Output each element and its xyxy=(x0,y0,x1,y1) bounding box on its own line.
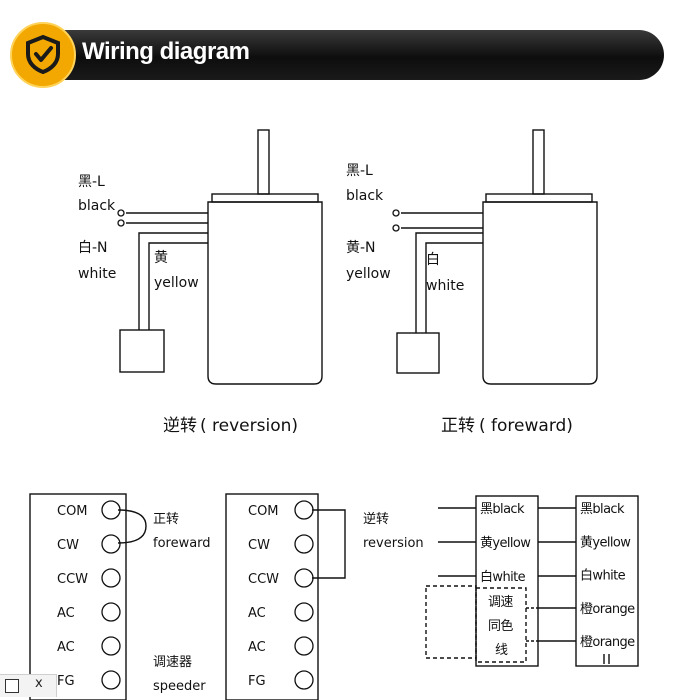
wire2-en: yellow xyxy=(346,266,391,282)
pin-label: 黄yellow xyxy=(480,536,531,551)
terminal-dot xyxy=(117,209,125,217)
device-en: speeder xyxy=(153,679,206,694)
caption-cn: 正转 xyxy=(441,416,475,436)
terminal-label: FG xyxy=(57,674,75,689)
wire2-cn: 黄-N xyxy=(346,239,376,256)
pin-label: 黑black xyxy=(480,502,525,517)
jumper-wire xyxy=(312,509,346,579)
wire1-en: black xyxy=(346,188,384,204)
note-line: 调速 xyxy=(488,595,513,610)
terminal-block-middle: COM CW CCW AC AC FG xyxy=(248,500,314,690)
jumper-cn: 逆转 xyxy=(363,511,389,527)
terminal-screw xyxy=(101,534,121,554)
wire3-en: white xyxy=(426,278,464,294)
taskbar-fragment: x xyxy=(0,674,57,697)
jumper-cn: 正转 xyxy=(153,512,179,527)
terminal-screw xyxy=(101,602,121,622)
caption-en: ( reversion) xyxy=(200,416,298,436)
pin-label: 白white xyxy=(580,568,626,584)
terminal-dot xyxy=(392,209,400,217)
terminal-screw xyxy=(294,568,314,588)
close-button[interactable]: x xyxy=(35,676,43,691)
wire3-cn: 黄 xyxy=(154,249,168,266)
terminal-screw xyxy=(294,636,314,656)
terminal-label: CCW xyxy=(57,572,88,587)
jumper-wire xyxy=(117,509,147,544)
jumper-en: reversion xyxy=(363,536,424,551)
terminal-label: COM xyxy=(57,504,88,519)
terminal-screw xyxy=(101,670,121,690)
terminal-screw xyxy=(294,500,314,520)
terminal-dot xyxy=(392,224,400,232)
terminal-label: AC xyxy=(57,640,75,655)
terminal-screw xyxy=(294,602,314,622)
pin-label: 白white xyxy=(480,569,526,585)
terminal-label: COM xyxy=(248,504,279,519)
pin-label: 橙orange xyxy=(580,635,635,650)
terminal-screw xyxy=(101,500,121,520)
badge xyxy=(10,22,76,88)
wire1-cn: 黑-L xyxy=(78,174,105,190)
header-bar xyxy=(14,30,664,80)
terminal-label: FG xyxy=(248,674,266,689)
caption-cn: 逆转 xyxy=(163,416,197,436)
page-title: Wiring diagram xyxy=(82,38,250,65)
terminal-label: AC xyxy=(248,640,266,655)
terminal-screw xyxy=(101,568,121,588)
terminal-label: AC xyxy=(57,606,75,621)
wire3-cn: 白 xyxy=(426,252,440,268)
wire2-en: white xyxy=(78,266,116,282)
wire3-en: yellow xyxy=(154,275,199,291)
connector-left-pins: 黑black 黄yellow 白white xyxy=(480,502,532,585)
wire1-en: black xyxy=(78,198,116,214)
pin-label: 黑black xyxy=(580,502,625,517)
shield-check-icon xyxy=(26,34,60,74)
terminal-label: CW xyxy=(57,538,79,553)
wire2-cn: 白-N xyxy=(78,240,108,256)
window-square-icon[interactable] xyxy=(5,679,19,693)
wire1-cn: 黑-L xyxy=(346,163,373,179)
terminal-label: AC xyxy=(248,606,266,621)
pin-label: 橙orange xyxy=(580,602,635,617)
terminal-label: CCW xyxy=(248,572,279,587)
pin-label: 黄yellow xyxy=(580,535,631,550)
terminal-label: CW xyxy=(248,538,270,553)
terminal-screw xyxy=(294,670,314,690)
device-cn: 调速器 xyxy=(153,655,192,670)
connector-right-pins: 黑black 黄yellow 白white 橙orange 橙orange xyxy=(580,502,636,650)
note-line: 线 xyxy=(495,643,508,658)
note-line: 同色 xyxy=(488,618,513,634)
terminal-screw xyxy=(294,534,314,554)
terminal-block-left: COM CW CCW AC AC FG xyxy=(57,500,121,690)
terminal-dot xyxy=(117,219,125,227)
caption-en: ( foreward) xyxy=(479,416,573,436)
jumper-en: foreward xyxy=(153,536,211,551)
terminal-screw xyxy=(101,636,121,656)
